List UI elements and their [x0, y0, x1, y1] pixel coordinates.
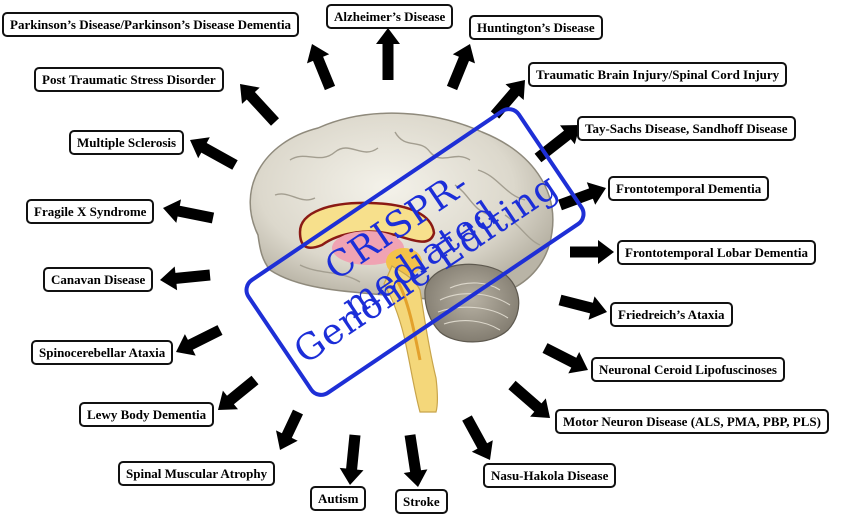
arrow-12 — [176, 325, 223, 356]
label-ptsd: Post Traumatic Stress Disorder — [34, 67, 224, 92]
arrow-2 — [446, 44, 475, 91]
label-fragile-x: Fragile X Syndrome — [26, 199, 155, 224]
gyri-folds — [274, 131, 541, 283]
arrows — [160, 28, 614, 487]
label-autism: Autism — [310, 486, 367, 511]
arrow-18 — [339, 434, 364, 485]
label-sca: Spinocerebellar Ataxia — [31, 340, 174, 365]
brainstem — [383, 265, 439, 413]
label-huntingtons: Huntington’s Disease — [469, 15, 603, 40]
arrow-11 — [558, 294, 607, 320]
arrow-5 — [190, 137, 238, 170]
arrow-15 — [508, 380, 550, 418]
arrow-9 — [570, 240, 614, 264]
label-alzheimers: Alzheimer’s Disease — [326, 4, 454, 29]
arrow-4 — [490, 80, 525, 119]
label-canavan: Canavan Disease — [43, 267, 154, 292]
arrow-17 — [462, 415, 493, 460]
arrow-1 — [376, 28, 400, 80]
label-ftd: Frontotemporal Dementia — [608, 176, 770, 201]
label-multiple-sclerosis: Multiple Sclerosis — [69, 130, 185, 155]
arrow-13 — [542, 343, 588, 374]
arrow-10 — [160, 266, 211, 291]
arrow-14 — [218, 375, 259, 410]
thalamus — [332, 231, 404, 265]
label-friedreichs: Friedreich’s Ataxia — [610, 302, 733, 327]
arrow-0 — [307, 44, 336, 91]
label-tbi-sci: Traumatic Brain Injury/Spinal Cord Injur… — [528, 62, 788, 87]
arrow-7 — [163, 199, 215, 224]
cerebellum-folia — [437, 282, 511, 331]
corpus-callosum — [298, 201, 436, 249]
label-tay-sachs: Tay-Sachs Disease, Sandhoff Disease — [577, 116, 796, 141]
label-nasu-hakola: Nasu-Hakola Disease — [483, 463, 617, 488]
arrow-3 — [240, 84, 279, 126]
label-ftld: Frontotemporal Lobar Dementia — [617, 240, 816, 265]
label-ncl: Neuronal Ceroid Lipofuscinoses — [591, 357, 785, 382]
arrow-19 — [403, 434, 428, 487]
label-mnd: Motor Neuron Disease (ALS, PMA, PBP, PLS… — [555, 409, 829, 434]
arrow-6 — [534, 125, 580, 163]
label-lewy-body: Lewy Body Dementia — [79, 402, 215, 427]
arrow-16 — [276, 409, 303, 450]
arrow-8 — [558, 182, 606, 211]
label-stroke: Stroke — [395, 489, 448, 514]
label-sma: Spinal Muscular Atrophy — [118, 461, 276, 486]
label-parkinsons: Parkinson’s Disease/Parkinson’s Disease … — [2, 12, 300, 37]
